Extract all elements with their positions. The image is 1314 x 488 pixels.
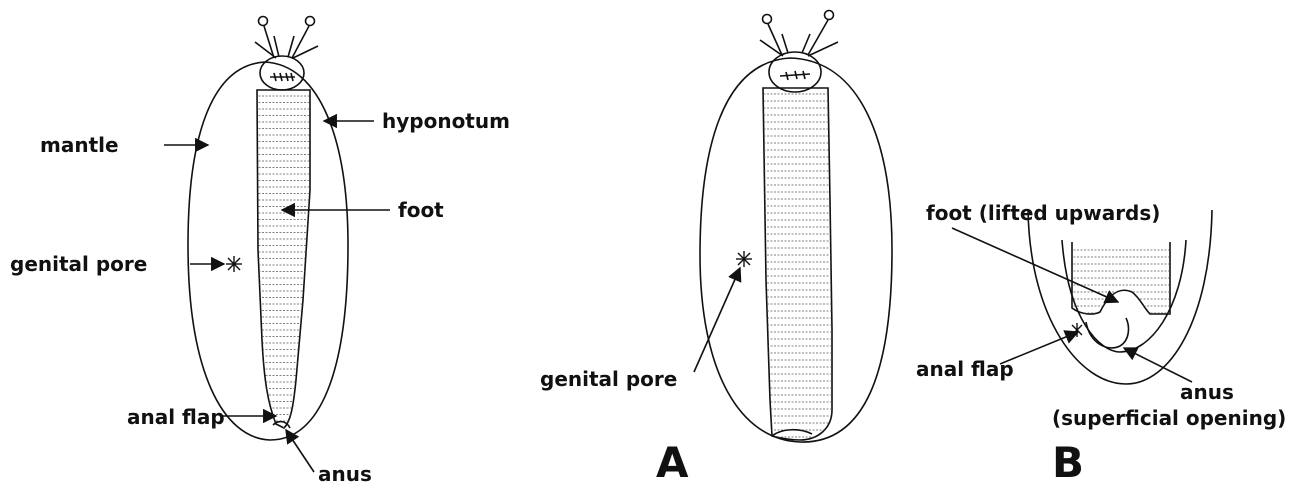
left-eye-stalk-tip: [259, 17, 268, 26]
left-foot-hatching: [255, 96, 312, 428]
panel-b-mantle-outer: [1028, 210, 1212, 384]
left-foot: [257, 90, 310, 428]
panel-b-detail-drawing: [1028, 210, 1212, 384]
panel-a-eye-stalk-tip: [763, 15, 772, 24]
panel-a-tentacles: [760, 20, 838, 56]
arrow-foot-lifted: [952, 228, 1118, 302]
panel-b-anus-flap: [1086, 318, 1128, 348]
label-foot-lifted: foot (lifted upwards): [926, 201, 1160, 225]
label-anus-left: anus: [318, 462, 372, 486]
label-genital-pore-a: genital pore: [540, 367, 677, 391]
left-mantle-outline: [188, 62, 348, 440]
left-tentacles: [255, 26, 318, 58]
panel-a-tail-curve: [772, 430, 812, 436]
left-genital-pore-mark: [226, 256, 242, 272]
panel-a-mantle-outline: [700, 58, 892, 442]
panel-a-mouth: [780, 71, 810, 80]
arrow-anus-b: [1124, 348, 1192, 382]
left-mouth: [270, 73, 295, 81]
label-anal-flap-b: anal flap: [916, 357, 1014, 381]
panel-a-foot: [763, 88, 832, 440]
left-eye-stalk-tip: [306, 17, 315, 26]
panel-a-slug-drawing: [700, 11, 892, 443]
panel-b-foot-hatching: [1070, 250, 1172, 313]
panel-a-letter: A: [656, 438, 689, 487]
label-anal-flap-left: anal flap: [127, 405, 225, 429]
left-slug-drawing: [188, 17, 348, 441]
panel-a-foot-hatching: [760, 94, 835, 437]
label-anus-b: anus: [1180, 380, 1234, 404]
panel-a-eye-stalk-tip: [825, 11, 834, 20]
label-foot: foot: [398, 198, 444, 222]
arrow-anus-left: [286, 430, 314, 472]
panel-a-genital-pore-mark: [736, 251, 752, 267]
label-mantle: mantle: [40, 133, 119, 157]
label-genital-pore-left: genital pore: [10, 252, 147, 276]
panel-b-genital-mark: [1072, 323, 1082, 337]
label-anus-note: (superficial opening): [1052, 406, 1286, 430]
label-hyponotum: hyponotum: [382, 109, 510, 133]
panel-b-letter: B: [1052, 438, 1084, 487]
